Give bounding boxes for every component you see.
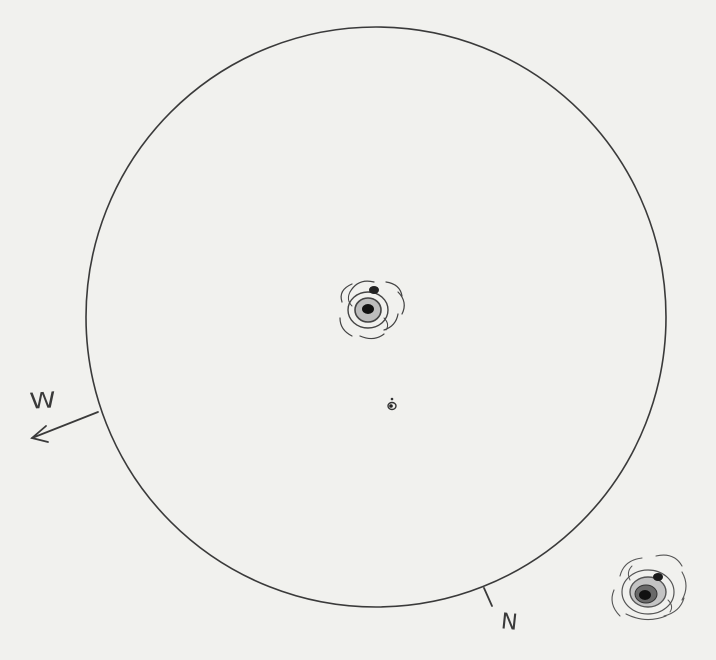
west-arrow: [30, 411, 99, 443]
sunspot-detail-enlarged: [611, 554, 687, 621]
small-sunspot: [387, 397, 397, 411]
umbra-center: [362, 304, 374, 314]
west-label: W: [28, 388, 57, 415]
umbra-detail: [639, 590, 651, 600]
north-tick: [483, 587, 493, 607]
solar-disk: [85, 26, 667, 608]
sunspot-group-center: [339, 280, 405, 340]
north-label: N: [499, 609, 519, 636]
